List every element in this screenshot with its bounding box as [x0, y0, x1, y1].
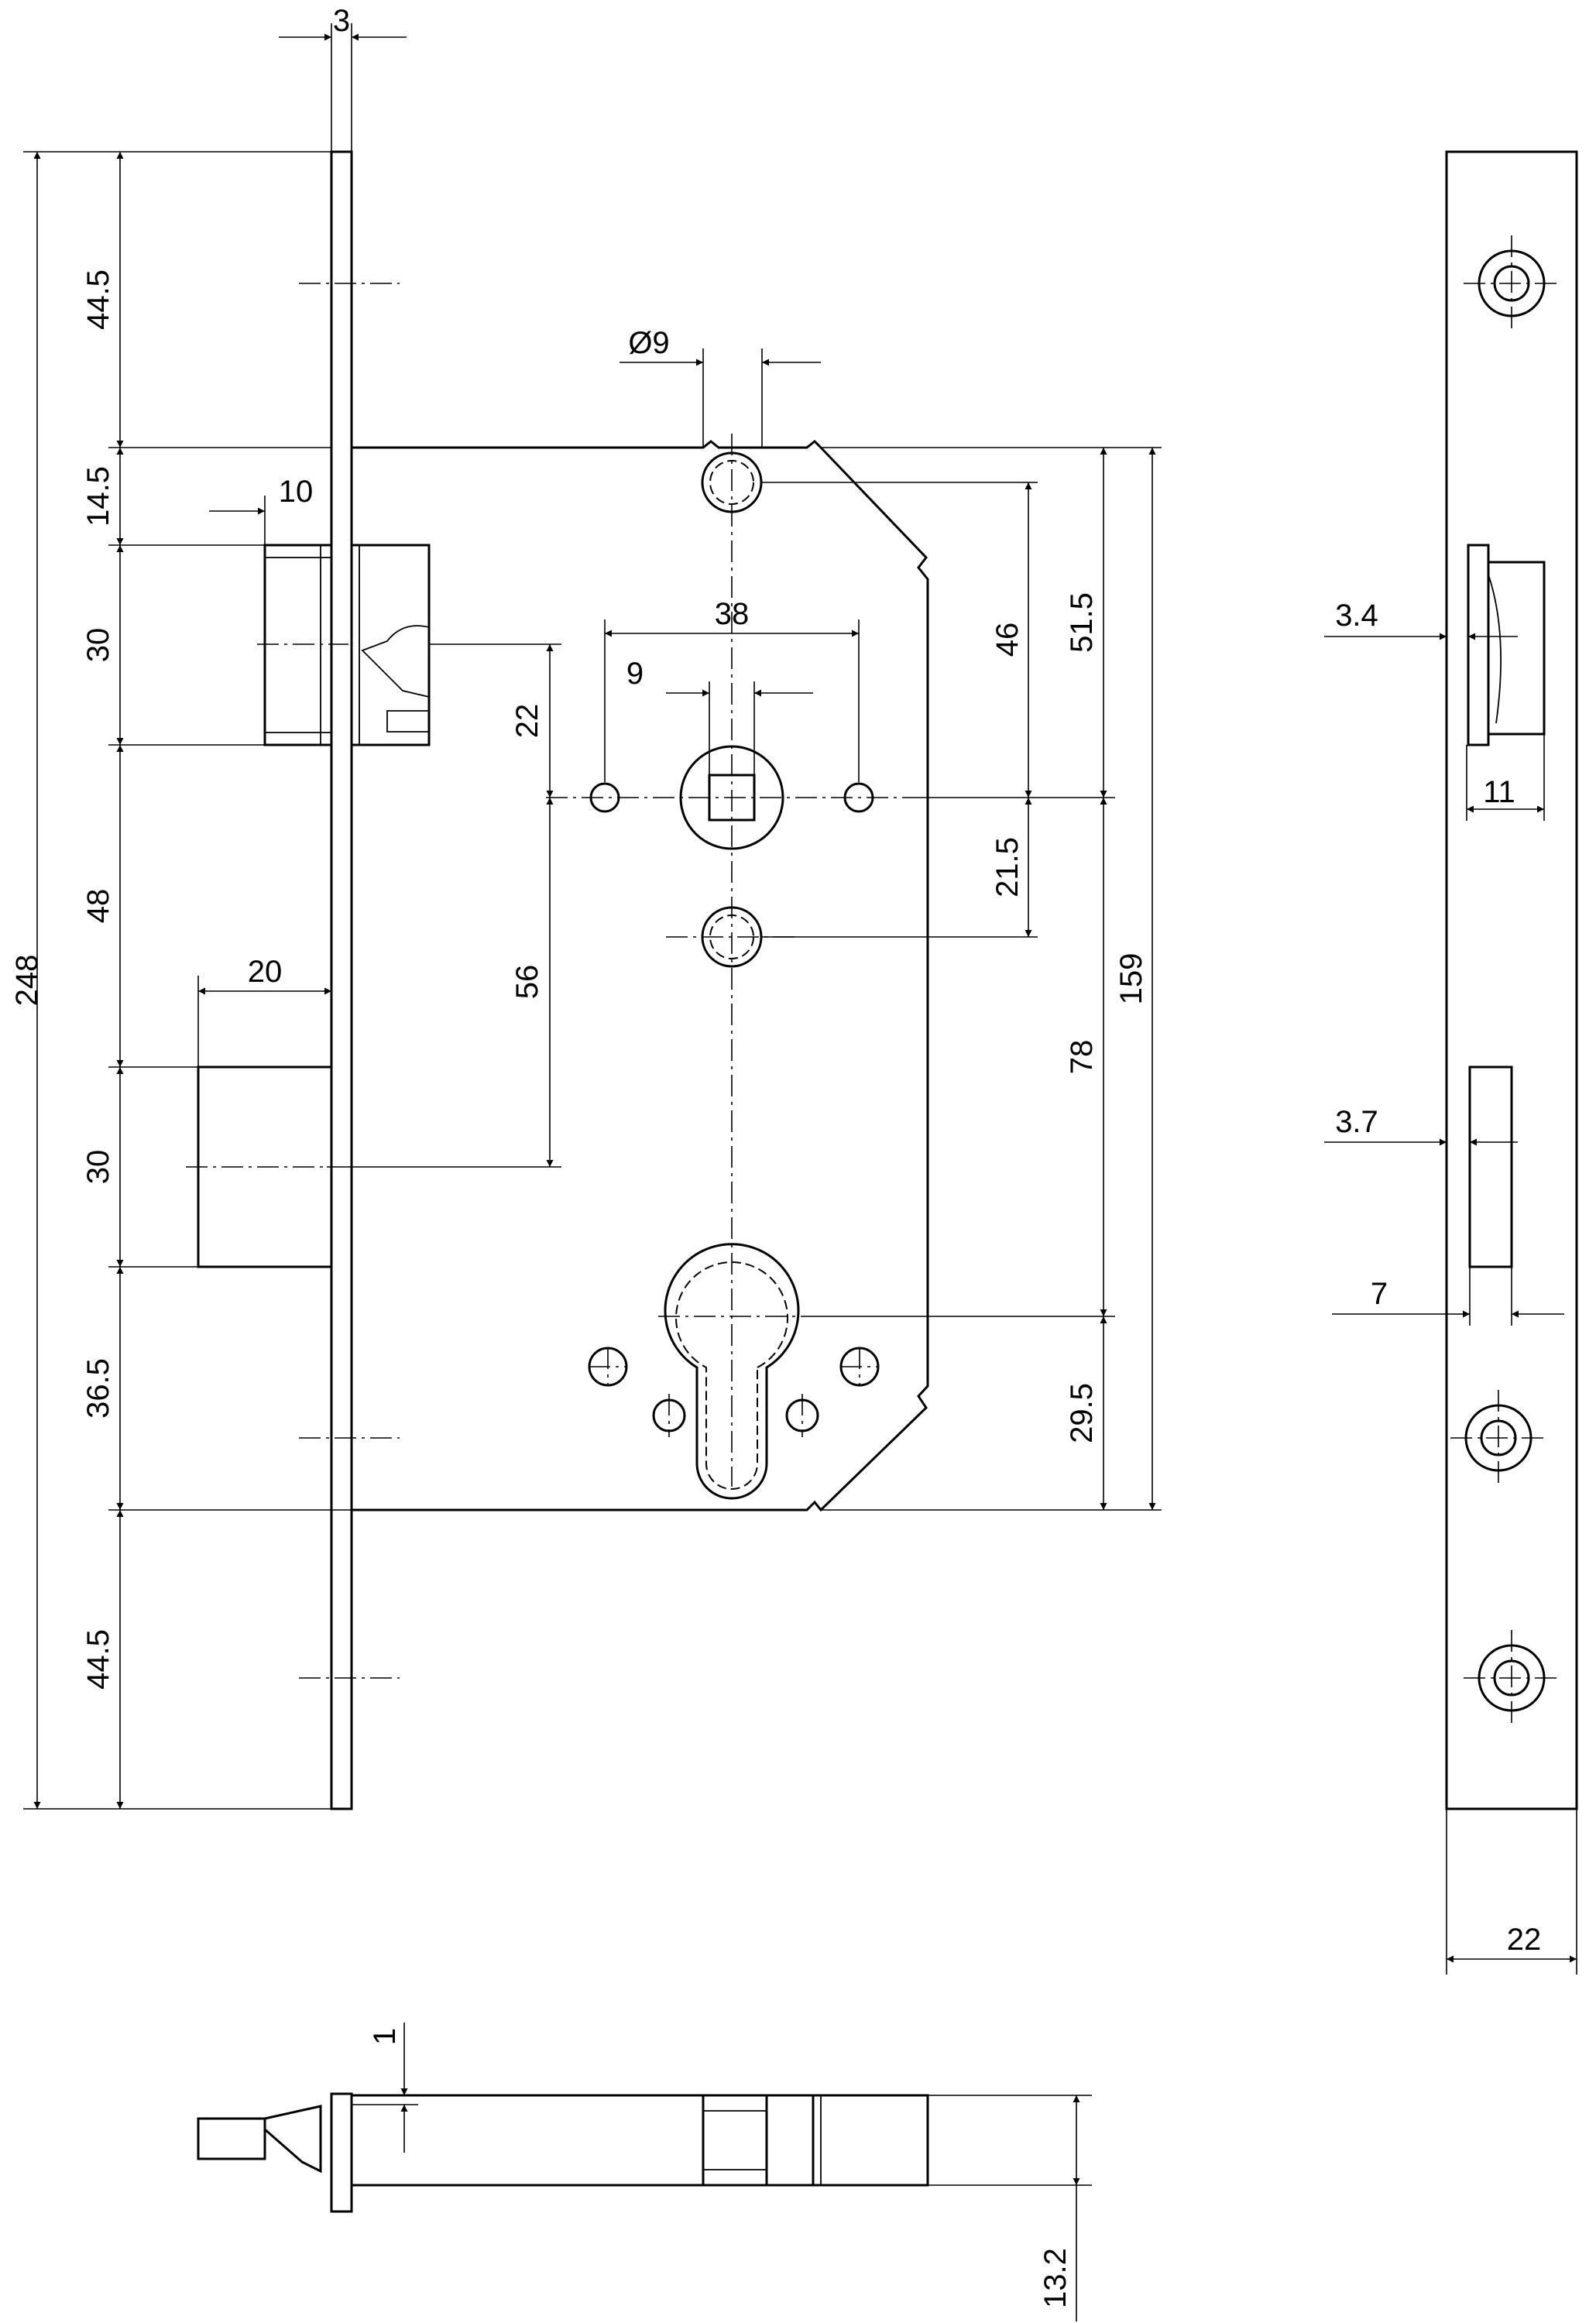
dim-faceplate-thickness: 3	[333, 4, 350, 38]
dim-spindle-to-bolt: 56	[510, 965, 544, 1000]
dim-spindle-hole-diameter: Ø9	[628, 326, 669, 360]
side-view: 3.4 11 3.7 7 22	[1324, 150, 1578, 1975]
dim-left-segment: 14.5	[81, 466, 115, 527]
cylinder-cutout	[664, 1243, 800, 1500]
dim-left-segment: 36.5	[81, 1358, 115, 1419]
dim-faceplate-width: 22	[1507, 1923, 1542, 1957]
bottom-dimension-lines	[352, 2023, 1092, 2321]
dim-cylinder-to-bottom: 29.5	[1065, 1383, 1099, 1443]
dim-left-segment: 48	[81, 889, 115, 924]
side-screw-bottom	[1464, 1630, 1560, 1726]
latch-bolt	[257, 544, 431, 746]
dim-screw-spacing: 38	[715, 597, 750, 631]
dim-top-to-spindle-inner: 46	[990, 623, 1025, 657]
side-faceplate	[1445, 150, 1578, 1810]
dim-bolt-offset: 3.7	[1335, 1105, 1378, 1139]
dim-plate-offset: 1	[368, 2028, 402, 2045]
dead-bolt	[186, 1065, 333, 1268]
center-lines	[546, 434, 914, 1487]
lock-case	[352, 439, 929, 1512]
dim-left-segment: 30	[81, 628, 115, 663]
dim-left-segment: 30	[81, 1150, 115, 1185]
side-latch	[1467, 544, 1546, 746]
dim-spindle-to-cylinder: 78	[1065, 1040, 1099, 1075]
dim-deadbolt-projection: 20	[248, 955, 283, 989]
side-dimension-lines	[1324, 633, 1577, 1975]
dim-bolt-width: 7	[1371, 1277, 1388, 1311]
bottom-latch-bevel	[263, 2105, 322, 2174]
dim-left-segment: 44.5	[81, 1629, 115, 1690]
bottom-case	[350, 2094, 929, 2187]
bottom-view: 1 13.2	[197, 2023, 1092, 2321]
cylinder-screw-holes	[588, 1347, 880, 1433]
dim-case-depth: 13.2	[1038, 2248, 1073, 2308]
dim-case-height: 159	[1114, 953, 1148, 1005]
side-screw-middle	[1450, 1390, 1546, 1486]
dim-top-to-spindle: 51.5	[1065, 592, 1099, 653]
dimension-lines	[33, 33, 1156, 1809]
side-bolt	[1468, 1065, 1513, 1268]
side-screw-top	[1464, 235, 1560, 331]
dim-spindle-to-lower-hole: 21.5	[990, 837, 1025, 897]
faceplate	[330, 150, 353, 1810]
faceplate-screw-marks	[299, 283, 400, 1679]
dim-latch-width: 11	[1483, 775, 1515, 809]
dim-left-segment: 44.5	[81, 269, 115, 330]
dim-overall-height: 248	[10, 955, 44, 1007]
bottom-case-details	[702, 2095, 822, 2185]
bottom-faceplate	[330, 2092, 353, 2213]
extension-lines	[23, 23, 1162, 1810]
dim-square-spindle: 9	[626, 657, 644, 691]
bottom-latch-tip	[197, 2117, 266, 2160]
front-view: 248 3 44.5 14.5 30 48 30 36.5 44.5 10 20…	[10, 4, 1162, 1810]
dim-latch-to-spindle: 22	[510, 704, 544, 739]
dim-latch-offset: 3.4	[1335, 599, 1378, 633]
dim-latch-projection: 10	[279, 475, 314, 509]
